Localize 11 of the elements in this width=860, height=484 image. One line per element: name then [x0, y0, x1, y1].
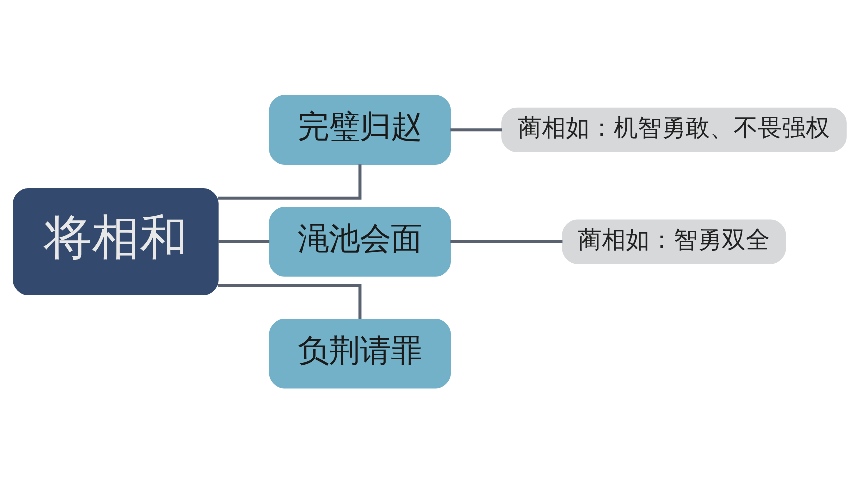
node-box: 负荆请罪: [269, 319, 452, 389]
connector: [450, 128, 502, 132]
node-box: 将相和: [13, 188, 219, 296]
connector: [218, 164, 362, 200]
connector: [218, 240, 270, 244]
connector: [218, 284, 362, 320]
node-box: 蔺相如：机智勇敢、不畏强权: [502, 108, 847, 152]
node-box: 渑池会面: [269, 207, 452, 277]
connector: [450, 240, 563, 244]
node-box: 完璧归赵: [269, 95, 452, 165]
node-box: 蔺相如：智勇双全: [562, 220, 786, 264]
